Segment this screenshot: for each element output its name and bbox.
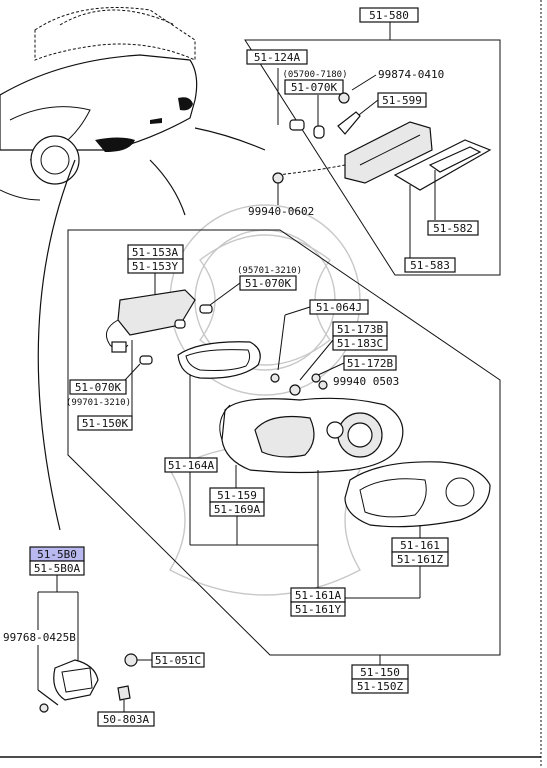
mid-group-outline — [67, 229, 501, 656]
text-99874-0410: 99874-0410 — [378, 68, 444, 81]
screw-51-064J — [270, 373, 280, 383]
text-99768-0425B: 99768-0425B — [3, 631, 76, 644]
nut-99940-0602 — [272, 172, 284, 184]
nut-99940-0503 — [318, 380, 328, 390]
label-51-580 — [359, 7, 419, 23]
nut-51-051C — [124, 653, 138, 667]
text-51-583: 51-583 — [410, 259, 450, 272]
connector — [111, 341, 127, 353]
text-51-153Y: 51-153Y — [132, 260, 179, 273]
label-51-150K — [77, 415, 133, 431]
bulb-mid-2 — [174, 319, 186, 329]
text-99940-0503: 99940 0503 — [333, 375, 399, 388]
text-51-161Y: 51-161Y — [295, 603, 342, 616]
side-marker-lamp — [53, 659, 99, 701]
note-95701-3210: (95701-3210) — [237, 266, 302, 276]
note-05700-7180: (05700-7180) — [282, 70, 347, 80]
leader-front — [149, 159, 186, 216]
label-51-183C — [332, 335, 388, 351]
bulb — [313, 125, 325, 139]
text-51-169A: 51-169A — [214, 503, 261, 516]
screw-99874 — [338, 92, 350, 104]
text-51-161A: 51-161A — [295, 589, 342, 602]
text-51-161: 51-161 — [400, 539, 440, 552]
text-51-150K: 51-150K — [82, 417, 129, 430]
text-51-124A: 51-124A — [254, 51, 301, 64]
clip-51-172B — [311, 373, 321, 383]
screw-99768-0425B — [39, 703, 49, 713]
rear-marker-spot — [178, 97, 193, 111]
text-51-064J: 51-064J — [316, 301, 362, 314]
grommet — [289, 384, 301, 396]
label-51-582 — [427, 220, 479, 236]
label-51-583 — [404, 257, 456, 273]
text-51-070K-low: 51-070K — [75, 381, 122, 394]
text-51-5B0: 51-5B0 — [37, 548, 77, 561]
bulb-socket — [289, 119, 305, 131]
text-51-183C: 51-183C — [337, 337, 383, 350]
clip-50-803A — [117, 685, 131, 701]
text-51-159: 51-159 — [217, 489, 257, 502]
gasket-51-164A — [177, 341, 261, 379]
text-51-5B0A: 51-5B0A — [34, 562, 81, 575]
reflector-core — [347, 422, 373, 448]
text-51-580: 51-580 — [369, 9, 409, 22]
car-illustration — [0, 7, 198, 201]
rear-marker-housing — [344, 121, 433, 184]
text-51-150: 51-150 — [360, 666, 400, 679]
text-51-173B: 51-173B — [337, 323, 384, 336]
label-51-070K-top — [284, 79, 344, 95]
note-99701-3210: (99701-3210) — [66, 398, 131, 408]
label-51-124A — [246, 49, 308, 65]
label-50-803A — [97, 711, 155, 727]
label-51-051C — [151, 652, 205, 668]
text-51-070K-top: 51-070K — [291, 81, 338, 94]
bulb-mid — [199, 304, 213, 314]
text-51-172B: 51-172B — [347, 357, 394, 370]
leader-rear — [194, 127, 266, 151]
label-51-150Z — [351, 678, 409, 694]
top-group-outline — [244, 39, 501, 276]
lens-51-161 — [344, 461, 491, 528]
label-51-070K-low — [69, 379, 127, 395]
text-51-150Z: 51-150Z — [357, 680, 404, 693]
housing-port — [326, 421, 344, 439]
text-51-051C: 51-051C — [155, 654, 201, 667]
text-50-803A: 50-803A — [103, 713, 150, 726]
text-51-164A: 51-164A — [168, 459, 215, 472]
bulb-low — [139, 355, 153, 365]
text-51-070K-mid: 51-070K — [245, 277, 292, 290]
leader-side — [37, 159, 76, 531]
text-51-599: 51-599 — [382, 94, 422, 107]
label-51-161Y — [290, 601, 346, 617]
gasket-51-582 — [428, 146, 482, 173]
label-51-164A — [164, 457, 218, 473]
reflector-left — [254, 415, 315, 458]
side-marker-spot — [95, 137, 135, 152]
text-51-582: 51-582 — [433, 222, 473, 235]
bracket-51-599 — [337, 111, 361, 135]
text-51-153A: 51-153A — [132, 246, 179, 259]
text-99940-0602: 99940-0602 — [248, 205, 314, 218]
text-51-161Z: 51-161Z — [397, 553, 444, 566]
